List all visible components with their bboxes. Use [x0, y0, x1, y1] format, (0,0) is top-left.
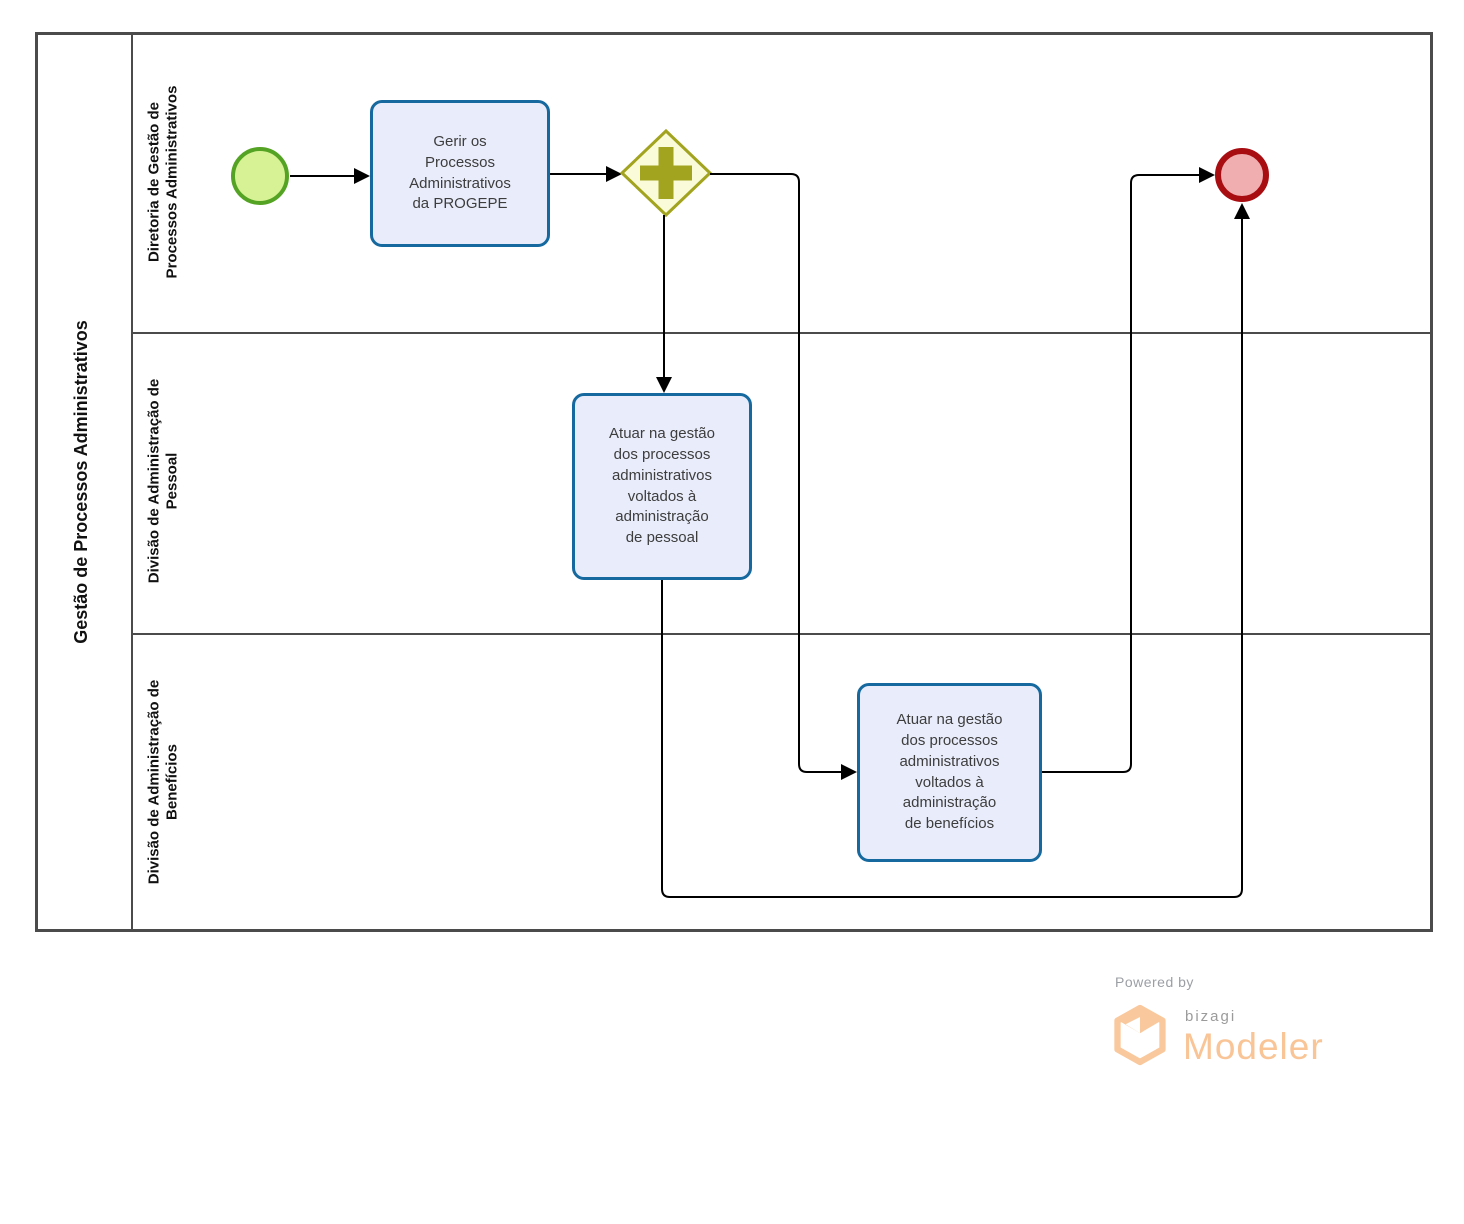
task-gestao-pessoal: Atuar na gestão dos processos administra… [572, 393, 752, 580]
pool-title-column [38, 35, 133, 929]
bizagi-wordmark: bizagi [1185, 1008, 1237, 1025]
task-gestao-beneficios: Atuar na gestão dos processos administra… [857, 683, 1042, 862]
powered-by-text: Powered by [1115, 974, 1194, 990]
lane-label-pessoal: Divisão de Administração de Pessoal [145, 378, 181, 584]
task-label: Atuar na gestão dos processos administra… [896, 711, 1003, 832]
task-label: Atuar na gestão dos processos administra… [609, 425, 715, 546]
lane-label-diretoria: Diretoria de Gestão de Processos Adminis… [145, 85, 181, 279]
task-label: Gerir os Processos Administrativos da PR… [409, 133, 511, 213]
end-event [1215, 148, 1269, 202]
modeler-wordmark: Modeler [1183, 1026, 1324, 1067]
lane-divider-1 [133, 332, 1430, 334]
bizagi-logo-icon [1114, 1004, 1166, 1066]
start-event [231, 147, 289, 205]
pool-title: Gestão de Processos Administrativos [71, 320, 92, 644]
lane-divider-2 [133, 633, 1430, 635]
lane-label-beneficios: Divisão de Administração de Benefícios [145, 679, 181, 885]
task-gerir-processos: Gerir os Processos Administrativos da PR… [370, 100, 550, 247]
